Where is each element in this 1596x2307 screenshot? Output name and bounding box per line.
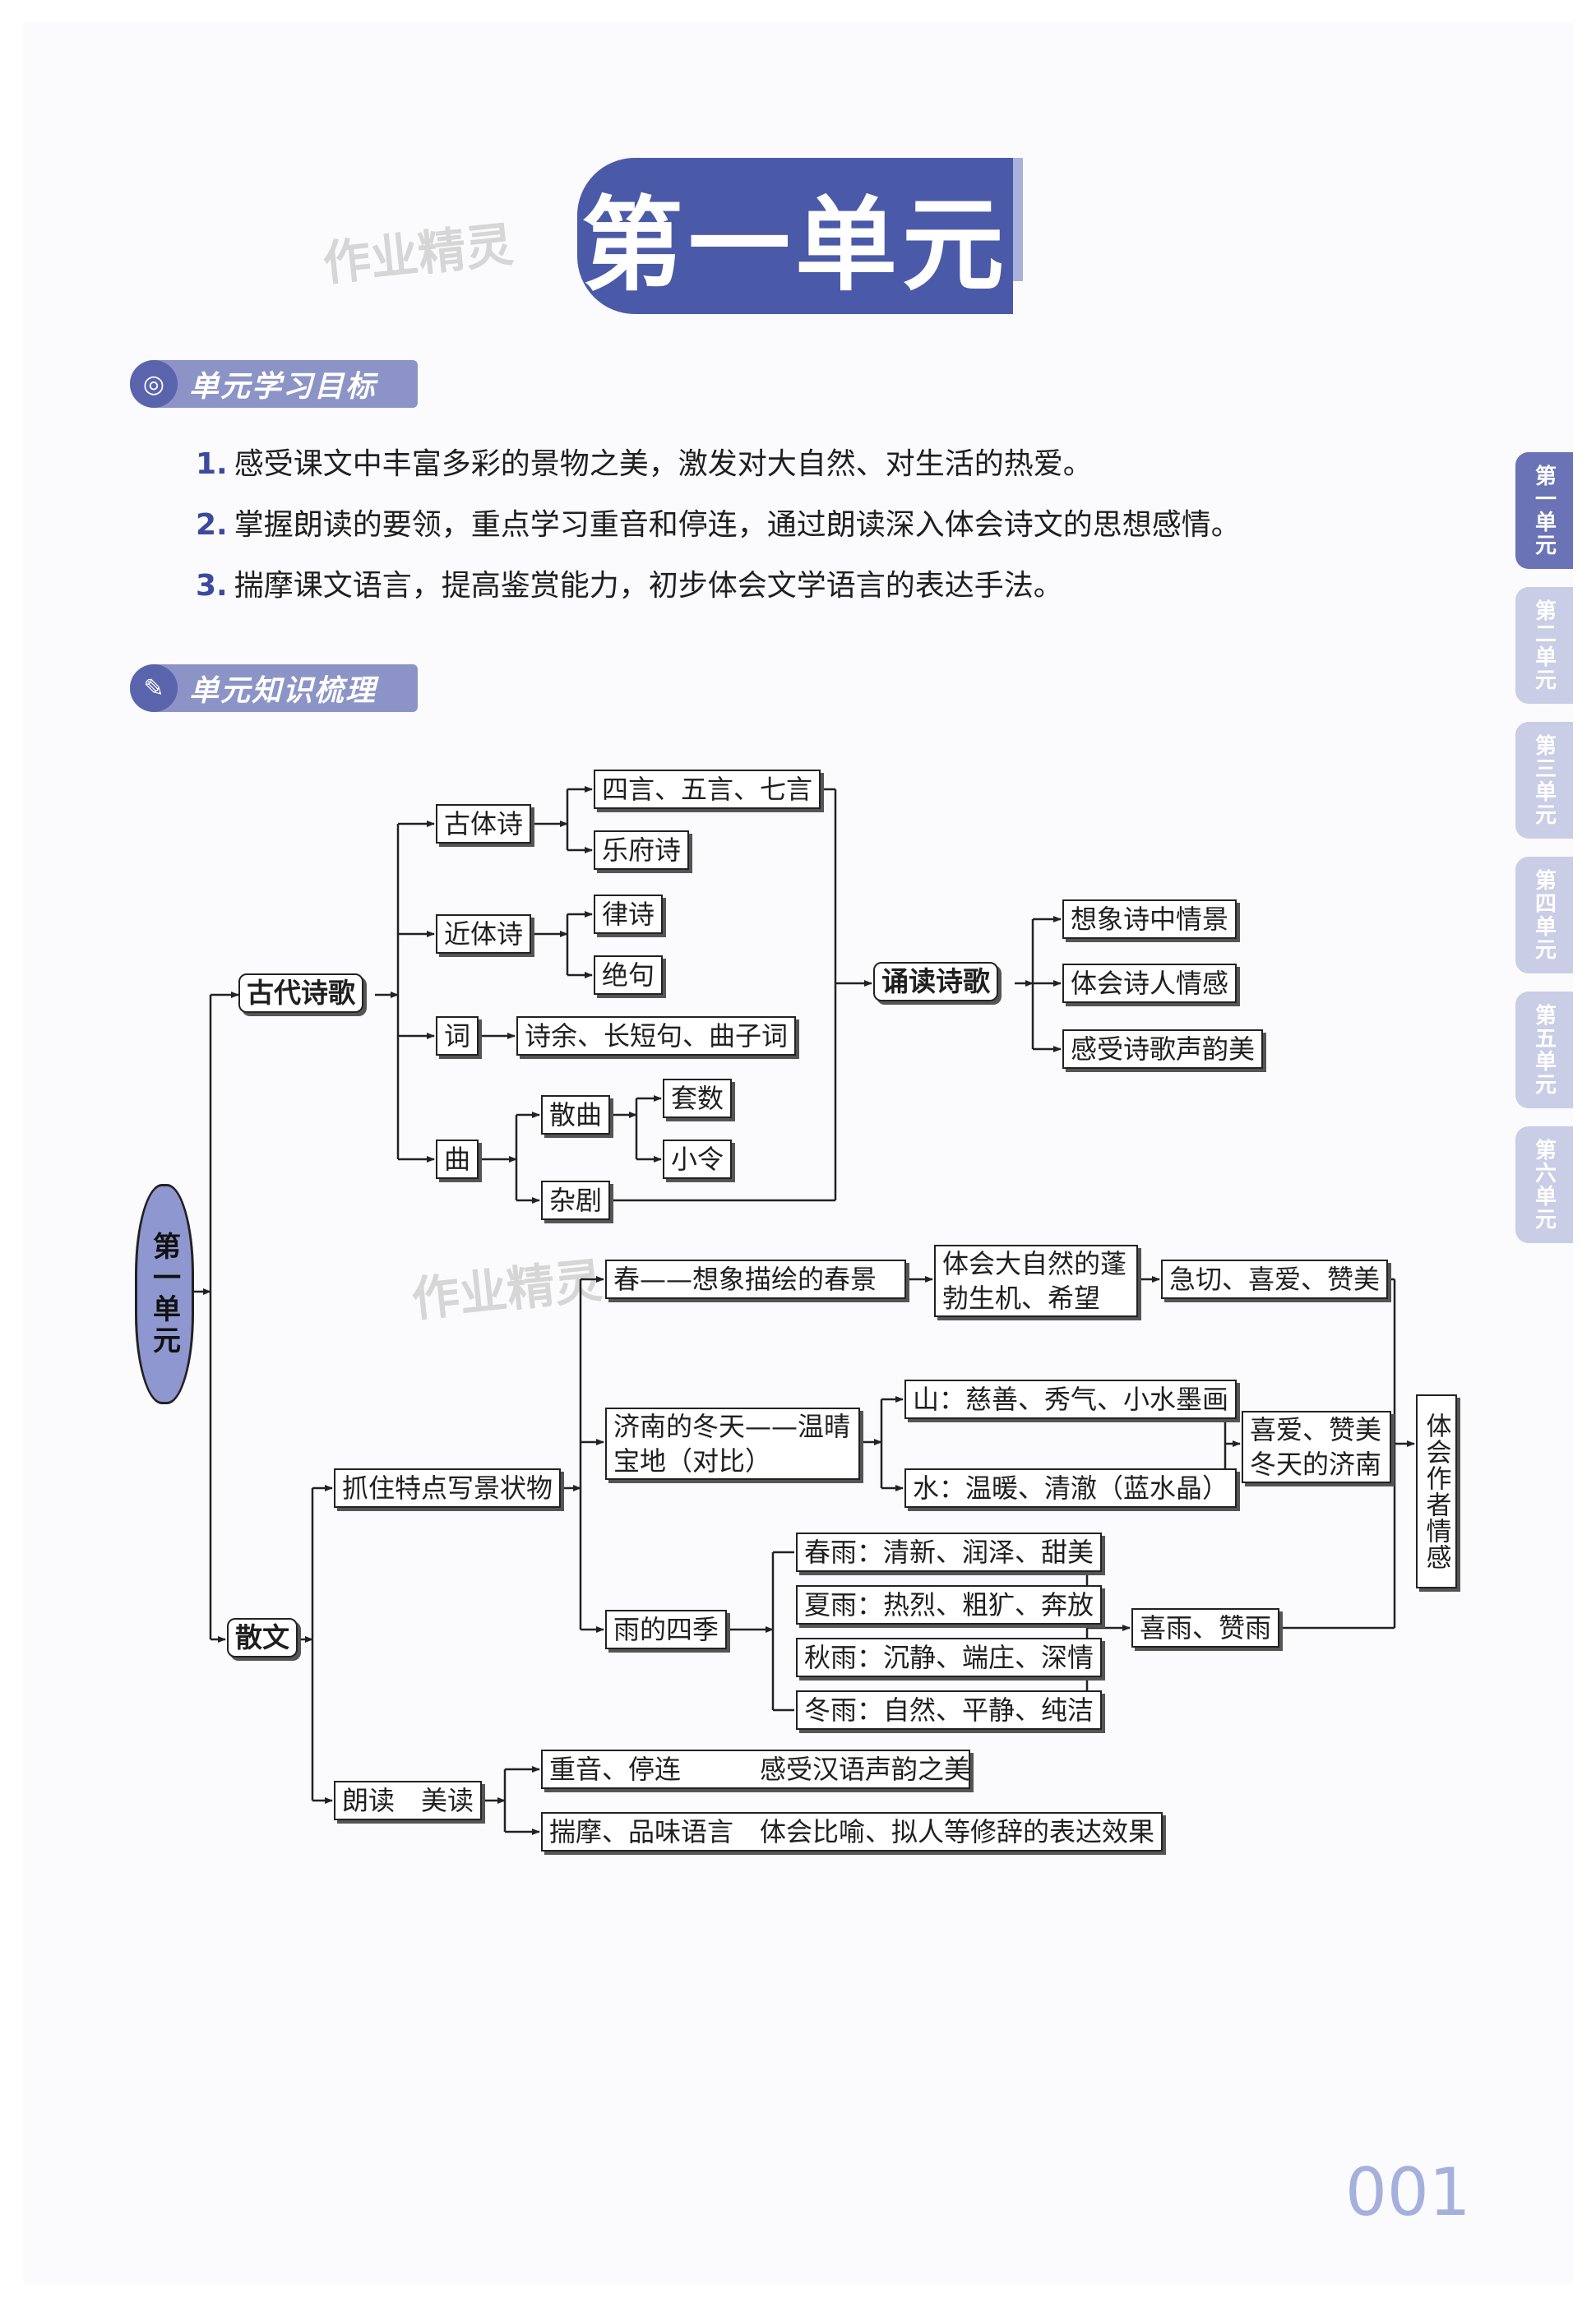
node-jueju: 绝句 (594, 955, 664, 995)
node-rain-tone: 喜雨、赞雨 (1131, 1608, 1280, 1648)
goals-list: 1.感受课文中丰富多彩的景物之美，激发对大自然、对生活的热爱。 2.掌握朗读的要… (196, 434, 1429, 617)
node-autumn-rain: 秋雨：沉静、端庄、深情 (796, 1638, 1103, 1677)
goal-item: 2.掌握朗读的要领，重点学习重音和停连，通过朗读深入体会诗文的思想感情。 (196, 508, 1241, 542)
node-siyan: 四言、五言、七言 (594, 770, 821, 809)
node-qu: 曲 (436, 1140, 479, 1179)
node-recite-1: 想象诗中情景 (1062, 899, 1237, 939)
goals-heading: ◎ 单元学习目标 (130, 360, 418, 408)
node-reading: 朗读 美读 (334, 1781, 483, 1820)
node-jinan-mountain: 山：慈善、秀气、小水墨画 (904, 1380, 1237, 1419)
node-chun: 春——想象描绘的春景 (605, 1260, 906, 1299)
tab-unit-4[interactable]: 第四单元 (1515, 857, 1573, 973)
node-ancient-poetry: 古代诗歌 (238, 973, 363, 1013)
node-chun-feeling: 体会大自然的蓬勃生机、希望 (934, 1245, 1138, 1317)
node-summer-rain: 夏雨：热烈、粗犷、奔放 (796, 1585, 1103, 1625)
tab-unit-3[interactable]: 第三单元 (1515, 722, 1573, 839)
node-jinan-winter: 济南的冬天——温晴宝地（对比） (605, 1408, 860, 1480)
node-prose: 散文 (227, 1618, 298, 1657)
node-recite-2: 体会诗人情感 (1062, 964, 1237, 1003)
node-zaju: 杂剧 (541, 1181, 611, 1220)
node-winter-rain: 冬雨：自然、平静、纯洁 (796, 1690, 1103, 1730)
knowledge-map-heading-label: 单元知识梳理 (189, 674, 377, 708)
node-recite-3: 感受诗歌声韵美 (1062, 1029, 1264, 1069)
unit-title: 第一单元 (581, 187, 1009, 305)
notes-icon: ✎ (130, 664, 178, 712)
node-ci-forms: 诗余、长短句、曲子词 (516, 1016, 797, 1056)
tab-unit-2[interactable]: 第二单元 (1515, 587, 1573, 704)
node-jinan-water: 水：温暖、清澈（蓝水晶） (904, 1468, 1237, 1508)
goals-heading-label: 单元学习目标 (189, 370, 377, 404)
tab-unit-1[interactable]: 第一单元 (1515, 452, 1573, 569)
node-reading-2: 揣摩、品味语言 体会比喻、拟人等修辞的表达效果 (541, 1812, 1163, 1852)
node-jinan-tone: 喜爱、赞美冬天的济南 (1242, 1411, 1391, 1483)
knowledge-map-heading: ✎ 单元知识梳理 (130, 664, 418, 712)
node-capture-features: 抓住特点写景状物 (334, 1468, 562, 1508)
page-number: 001 (1345, 2154, 1471, 2231)
node-spring-rain: 春雨：清新、润泽、甜美 (796, 1533, 1103, 1572)
node-rain-seasons: 雨的四季 (605, 1610, 728, 1649)
goal-item: 3.揣摩课文语言，提高鉴赏能力，初步体会文学语言的表达手法。 (196, 569, 1063, 603)
goal-item: 1.感受课文中丰富多彩的景物之美，激发对大自然、对生活的热爱。 (196, 447, 1093, 481)
node-jintishi: 近体诗 (436, 914, 532, 954)
unit-title-banner: 第一单元 (577, 158, 1023, 314)
node-author-feeling: 体会作者情感 (1416, 1394, 1457, 1588)
tab-unit-6[interactable]: 第六单元 (1515, 1126, 1573, 1243)
node-ci: 词 (436, 1016, 479, 1056)
node-reading-1: 重音、停连 感受汉语声韵之美 (541, 1750, 970, 1789)
node-lvshi: 律诗 (594, 895, 664, 934)
node-sanqu: 散曲 (541, 1095, 611, 1135)
root-node: 第一单元 (135, 1184, 194, 1404)
node-yuefu: 乐府诗 (594, 830, 690, 870)
node-taoshu: 套数 (663, 1079, 733, 1118)
tab-unit-5[interactable]: 第五单元 (1515, 992, 1573, 1108)
node-recite-poetry: 诵读诗歌 (873, 962, 998, 1001)
node-chun-tone: 急切、喜爱、赞美 (1161, 1260, 1389, 1299)
node-gutishi: 古体诗 (436, 804, 532, 844)
target-icon: ◎ (130, 360, 178, 408)
node-xiaoling: 小令 (663, 1140, 733, 1179)
